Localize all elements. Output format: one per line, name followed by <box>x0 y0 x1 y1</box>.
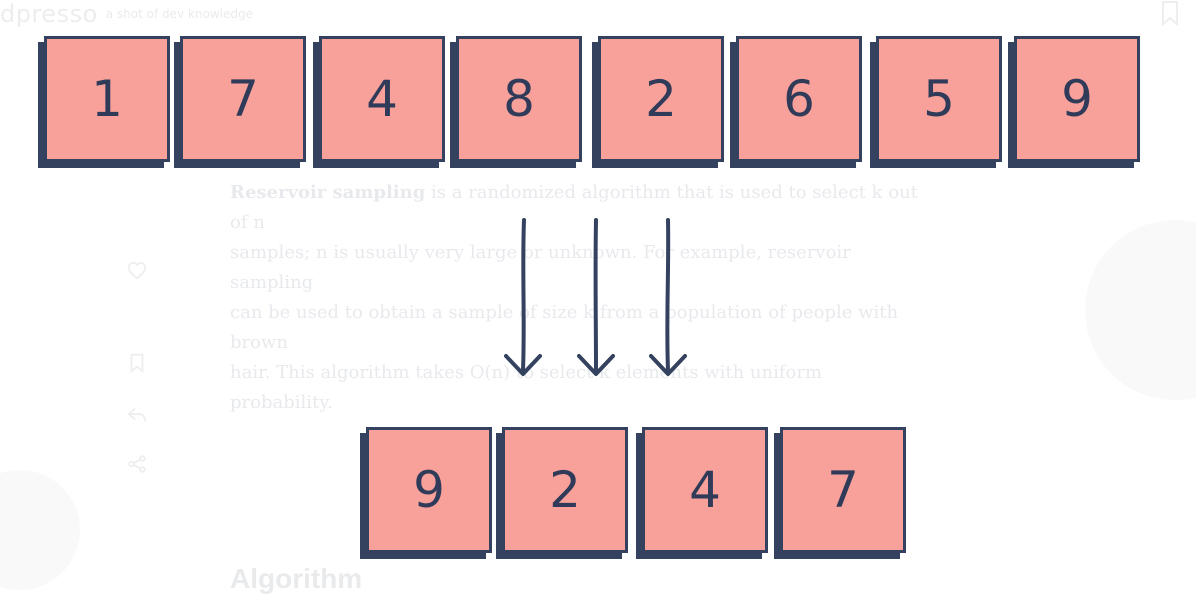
brand-tagline: a shot of dev knowledge <box>105 7 253 21</box>
reservoir-box-1: 9 <box>366 427 492 553</box>
section-title: Algorithm <box>230 563 363 594</box>
ghost-circle-left <box>0 470 80 590</box>
population-box-1: 1 <box>44 36 170 162</box>
arrow-left <box>500 210 548 390</box>
reservoir-box-2: 2 <box>502 427 628 553</box>
article-line-3: can be used to obtain a sample of size k… <box>230 302 899 353</box>
article-paragraph-line1-rest: is a randomized algorithm that is used t… <box>230 182 918 233</box>
population-box-3: 4 <box>319 36 445 162</box>
bookmark-top-icon[interactable] <box>1160 0 1180 27</box>
reservoir-box-4: 7 <box>780 427 906 553</box>
arrow-right <box>644 210 692 390</box>
population-box-5: 2 <box>598 36 724 162</box>
like-icon[interactable] <box>126 260 148 282</box>
population-box-2: 7 <box>180 36 306 162</box>
ghost-circle-right <box>1085 220 1196 400</box>
article-paragraph-start: Reservoir sampling <box>230 182 426 203</box>
brand: dpresso a shot of dev knowledge <box>0 0 253 28</box>
share-icon[interactable] <box>126 453 148 475</box>
article-line-2: samples; n is usually very large or unkn… <box>230 242 851 293</box>
bookmark-icon[interactable] <box>126 352 148 374</box>
reply-icon[interactable] <box>126 404 148 426</box>
population-box-8: 9 <box>1014 36 1140 162</box>
population-box-4: 8 <box>456 36 582 162</box>
arrow-middle <box>572 210 620 390</box>
reservoir-box-3: 4 <box>642 427 768 553</box>
population-box-6: 6 <box>736 36 862 162</box>
brand-logo: dpresso <box>0 0 98 28</box>
population-box-7: 5 <box>876 36 1002 162</box>
